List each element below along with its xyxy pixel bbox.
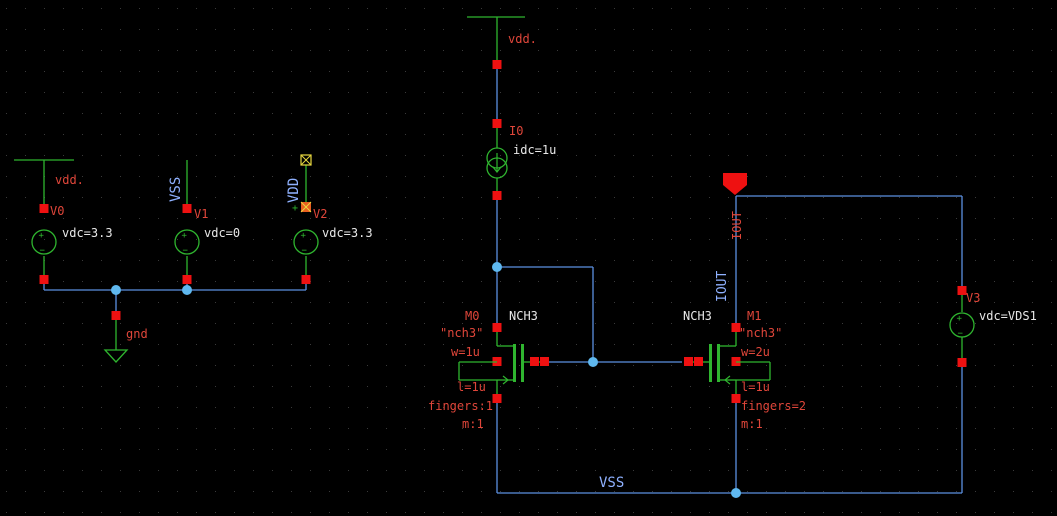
nmos-m0[interactable]: M0 NCH3 "nch3" w=1u l=1u fingers:1 m:1 [428,309,549,431]
m0-l: l=1u [457,380,486,394]
v2-param: vdc=3.3 [322,226,373,240]
v0-net-label: vdd. [55,173,84,187]
ground-label: gnd [126,327,148,341]
svg-text:−: − [40,246,46,256]
svg-text:+: + [182,231,188,241]
nmos-icon [717,344,720,382]
i0-name: I0 [509,124,523,138]
grid-dots [6,8,1052,513]
mirror-wiring[interactable]: VSS [492,195,963,498]
voltage-source-icon [174,229,200,255]
nmos-m1[interactable]: NCH3 M1 "nch3" w=2u l=1u fingers=2 m:1 [683,309,806,431]
iout-pin-label: IOUT [730,211,744,240]
nmos-icon [513,344,516,382]
m0-model: "nch3" [440,326,483,340]
svg-text:+: + [957,314,963,324]
vss-bottom-net-label: VSS [599,475,624,491]
voltage-source-v0[interactable]: + − vdd. V0 vdc=3.3 [14,159,113,284]
v3-param: vdc=VDS1 [979,309,1037,323]
current-source-icon [486,147,508,179]
v1-param: vdc=0 [204,226,240,240]
m1-l: l=1u [741,380,770,394]
iout-net-label: IOUT [715,271,730,302]
svg-text:−: − [958,329,964,339]
v1-net-label: VSS [168,177,184,202]
ground-icon [103,349,129,363]
m1-type: NCH3 [683,309,712,323]
v3-name: V3 [966,291,980,305]
v0-name: V0 [50,204,64,218]
m0-w: w=1u [451,345,480,359]
noconnect-icon [300,154,312,166]
v1-name: V1 [194,207,208,221]
i0-param: idc=1u [513,143,556,157]
m1-fingers: fingers=2 [741,399,806,413]
m0-m: m:1 [462,417,484,431]
svg-text:−: − [302,246,308,256]
voltage-source-v2[interactable]: + − + VDD V2 vdc=3.3 [286,154,373,284]
m0-name: M0 [465,309,479,323]
ground-bus[interactable]: gnd [43,284,307,363]
svg-text:+: + [301,231,307,241]
voltage-source-icon [293,229,319,255]
v2-name: V2 [313,207,327,221]
m0-fingers: fingers:1 [428,399,493,413]
output-pin-iout[interactable]: IOUT IOUT [715,173,747,302]
m0-type: NCH3 [509,309,538,323]
v0-param: vdc=3.3 [62,226,113,240]
i0-net-label: vdd. [508,32,537,46]
voltage-source-icon [31,229,57,255]
m1-w: w=2u [741,345,770,359]
m1-name: M1 [747,309,761,323]
voltage-source-v1[interactable]: + − VSS V1 vdc=0 [168,160,240,284]
svg-text:+: + [39,231,45,241]
current-source-i0[interactable]: vdd. I0 idc=1u [467,16,556,200]
svg-text:−: − [183,246,189,256]
output-pin-icon [723,173,747,195]
v2-net-label: VDD [286,178,302,203]
m1-model: "nch3" [739,326,782,340]
voltage-source-v3[interactable]: + − V3 vdc=VDS1 [949,286,1037,367]
svg-text:+: + [292,203,298,214]
m1-m: m:1 [741,417,763,431]
